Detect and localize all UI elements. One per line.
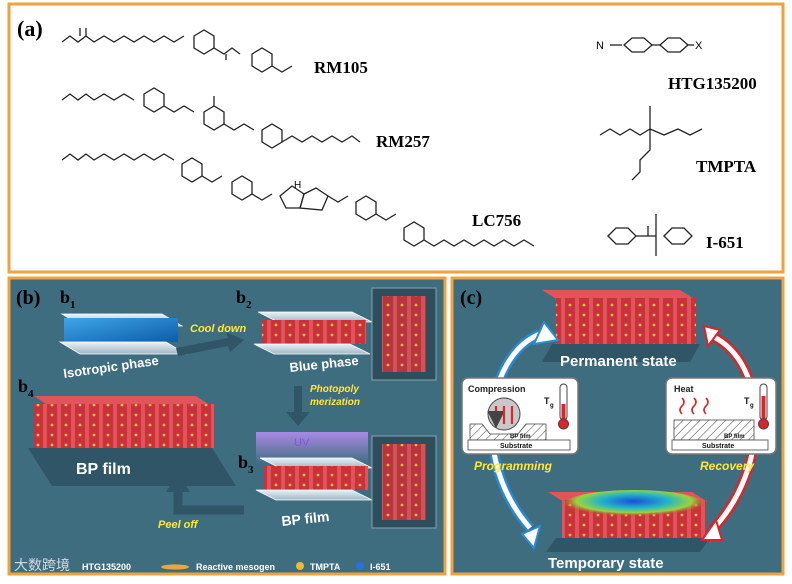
bp-film-zoom-inset (371, 435, 437, 529)
text-merization: merization (310, 397, 360, 408)
structure-tmpta (599, 106, 703, 181)
structure-i651 (607, 214, 693, 256)
permanent-state-block (542, 290, 700, 362)
svg-text:b: b (238, 452, 248, 472)
watermark-text: 大数跨境 (14, 557, 70, 573)
svg-text:2: 2 (246, 299, 252, 311)
text-recovery: Recovery (700, 459, 755, 473)
legend-i651-dot-icon (356, 562, 364, 570)
structure-htg135200 (610, 37, 694, 53)
text-uv: UV (294, 437, 310, 449)
legend-tmpta-dot-icon (296, 562, 304, 570)
photopolymerization-arrow (286, 386, 310, 426)
panel-a-frame (7, 2, 785, 274)
text-tg-sub-heat: g (750, 403, 754, 409)
atom-nitrile: N (596, 40, 604, 52)
text-tg-sub-compression: g (550, 403, 554, 409)
temporary-state-block (546, 490, 710, 552)
text-substrate-heat: Substrate (702, 443, 734, 450)
text-programming: Programming (474, 459, 553, 473)
panel-c-label: (c) (460, 287, 482, 309)
svg-text:1: 1 (70, 299, 76, 311)
blue-phase-zoom-inset (371, 287, 437, 381)
text-substrate-compression: Substrate (500, 443, 532, 450)
label-rm105: RM105 (314, 58, 368, 77)
text-bp-film-heat: BP film (724, 434, 745, 440)
text-blue-phase: Blue phase (289, 353, 360, 375)
atom-hydrogen: H (294, 180, 301, 191)
structure-rm105 (61, 28, 293, 73)
svg-text:3: 3 (248, 464, 254, 476)
label-tmpta: TMPTA (696, 157, 757, 176)
text-photopoly: Photopoly (310, 384, 359, 395)
svg-text:b: b (60, 287, 70, 307)
text-bp-film-left: BP film (76, 461, 131, 478)
text-cool-down: Cool down (190, 323, 246, 335)
text-compression: Compression (468, 384, 526, 394)
compression-box: Compression BP film Substrate T g (461, 377, 579, 455)
panel-a-label: (a) (17, 16, 43, 41)
legend-reactive-mesogen: Reactive mesogen (196, 562, 275, 572)
text-tg-heat: T (744, 396, 750, 406)
text-heat: Heat (674, 384, 694, 394)
text-peel-off: Peel off (158, 519, 199, 531)
panel-b-label: (b) (16, 287, 40, 309)
b1-sublabel: b 1 (60, 287, 76, 311)
svg-text:4: 4 (28, 388, 34, 400)
cool-down-arrow (176, 332, 244, 356)
b3-sublabel: b 3 (238, 452, 254, 476)
bp-film-block (28, 396, 236, 486)
text-temporary-state: Temporary state (548, 555, 664, 572)
label-htg135200: HTG135200 (668, 74, 757, 93)
text-permanent-state: Permanent state (560, 353, 677, 370)
heat-box: Heat BP film Substrate T g (665, 377, 777, 455)
heat-wave-icon (679, 397, 685, 415)
legend-i651: I-651 (370, 562, 391, 572)
blue-phase-cell (253, 311, 373, 355)
isotropic-cell (58, 313, 188, 355)
legend: 大数跨境 HTG135200 Reactive mesogen TMPTA I-… (14, 557, 391, 573)
svg-text:b: b (236, 287, 246, 307)
text-tg-compression: T (544, 396, 550, 406)
peel-off-arrow (166, 474, 244, 515)
legend-tmpta: TMPTA (310, 562, 341, 572)
b2-sublabel: b 2 (236, 287, 252, 311)
label-rm257: RM257 (376, 132, 430, 151)
structure-rm257 (61, 87, 361, 149)
atom-x: X (695, 40, 703, 52)
svg-text:b: b (18, 376, 28, 396)
structure-lc756 (61, 153, 535, 247)
label-i651: I-651 (706, 233, 744, 252)
legend-htg: HTG135200 (82, 562, 131, 572)
label-lc756: LC756 (472, 211, 521, 230)
b4-sublabel: b 4 (18, 376, 34, 400)
legend-rod-icon (161, 564, 189, 570)
bp-film-cell (255, 457, 373, 501)
text-bp-film-right: BP film (281, 508, 330, 529)
text-bp-film-compression: BP film (510, 434, 531, 440)
